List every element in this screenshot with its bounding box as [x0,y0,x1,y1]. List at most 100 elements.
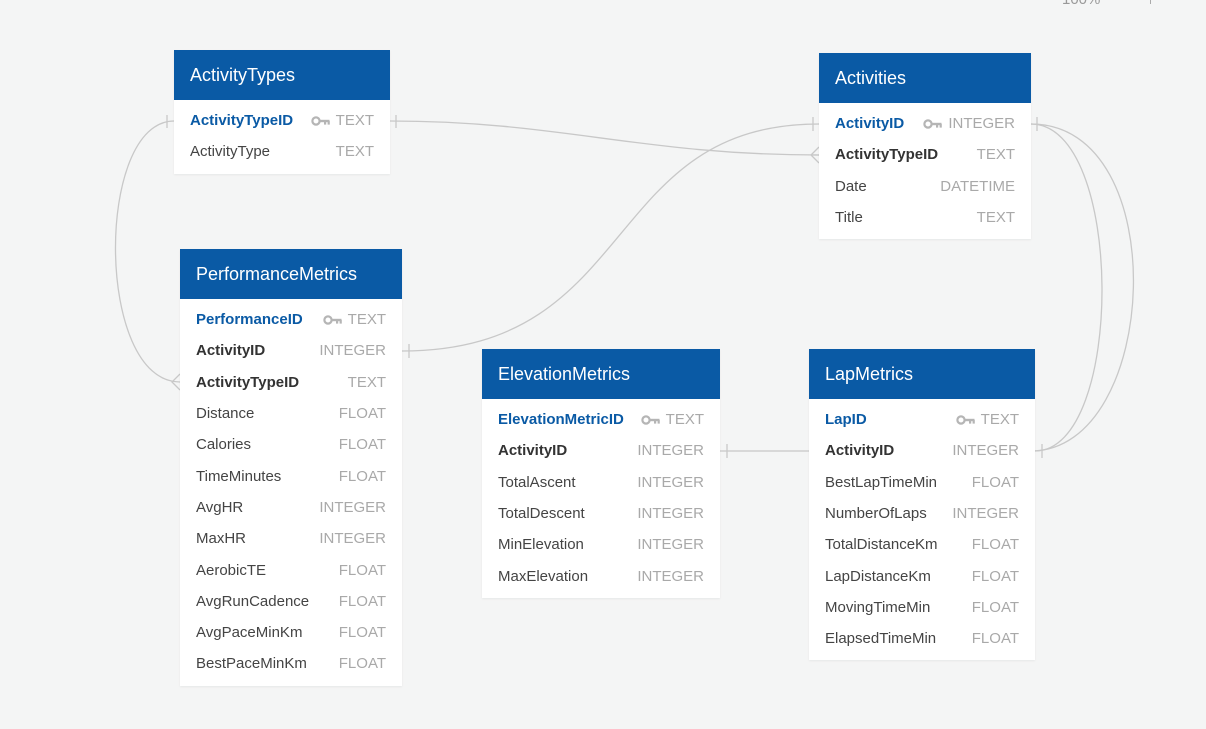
column-type: TEXT [348,374,386,391]
edge-activities-elevationmetrics [720,123,1135,452]
column-name: AerobicTE [196,561,267,579]
column-row[interactable]: ElapsedTimeMin FLOAT [809,623,1035,654]
column-name: MovingTimeMin [825,598,931,616]
column-type: TEXT [977,209,1015,226]
column-row[interactable]: MinElevation INTEGER [482,529,720,560]
column-type: INTEGER [923,115,1015,132]
column-type-label: INTEGER [637,505,704,523]
table-title[interactable]: ElevationMetrics [482,349,720,399]
column-name: ElapsedTimeMin [825,630,937,648]
column-type: FLOAT [339,468,386,485]
column-type: INTEGER [637,442,704,459]
primary-key-row[interactable]: ActivityTypeID TEXT [174,105,390,136]
column-name: PerformanceID [196,311,303,329]
column-row[interactable]: AvgPaceMinKm FLOAT [180,617,402,648]
edge-activities-performancemetrics [401,123,820,352]
column-name: TotalDescent [498,505,585,523]
table-activities[interactable]: Activities ActivityID INTEGER ActivityType… [819,53,1031,240]
column-type-label: INTEGER [952,505,1019,523]
column-type-label: FLOAT [338,624,386,642]
column-name: MinElevation [498,536,584,554]
column-type-label: FLOAT [971,473,1019,491]
column-row[interactable]: Date DATETIME [819,171,1031,202]
column-row[interactable]: MaxHR INTEGER [180,523,402,554]
zoom-level: 100% [1062,0,1100,8]
column-name: ActivityID [835,115,905,133]
column-type: INTEGER [637,474,704,491]
primary-key-row[interactable]: PerformanceID TEXT [180,304,402,335]
column-type: INTEGER [319,530,386,547]
column-type-label: TEXT [335,112,374,130]
column-type-label: DATETIME [940,177,1015,195]
column-type-label: INTEGER [637,473,704,491]
column-name: AvgPaceMinKm [196,624,303,642]
edge-activitytypes-performancemetrics [114,120,181,383]
column-type-label: FLOAT [971,630,1019,648]
column-type-label: TEXT [335,143,374,161]
column-name: ActivityTypeID [196,373,300,391]
column-type: FLOAT [339,436,386,453]
column-type: TEXT [640,411,704,429]
column-type-label: INTEGER [319,342,386,360]
column-type: TEXT [977,146,1015,163]
column-type-label: INTEGER [319,498,386,516]
column-row[interactable]: MovingTimeMin FLOAT [809,592,1035,623]
key-icon [322,314,342,325]
column-type: FLOAT [972,474,1019,491]
column-type: FLOAT [339,593,386,610]
column-name: Date [835,177,867,195]
column-type-label: INTEGER [948,115,1015,133]
many-marker [171,373,181,391]
table-title[interactable]: PerformanceMetrics [180,249,402,299]
column-row[interactable]: TotalDescent INTEGER [482,498,720,529]
column-type: FLOAT [972,599,1019,616]
column-name: Distance [196,405,255,423]
column-type: FLOAT [972,630,1019,647]
column-type: TEXT [955,411,1019,429]
primary-key-row[interactable]: ActivityID INTEGER [819,108,1031,139]
key-icon [955,414,975,425]
column-name: ActivityTypeID [190,112,294,130]
column-type-label: FLOAT [338,467,386,485]
column-name: ActivityID [825,442,895,460]
column-type-label: TEXT [665,411,704,429]
column-type-label: INTEGER [637,536,704,554]
column-type: TEXT [322,311,386,328]
column-name: MaxHR [196,530,247,548]
column-type-label: TEXT [980,411,1019,429]
table-title[interactable]: ActivityTypes [174,50,390,100]
column-type: TEXT [310,112,374,130]
column-type-label: INTEGER [637,567,704,585]
table-title[interactable]: LapMetrics [809,349,1035,399]
foreign-key-row[interactable]: ActivityTypeID TEXT [180,367,402,398]
table-title[interactable]: Activities [819,53,1031,103]
